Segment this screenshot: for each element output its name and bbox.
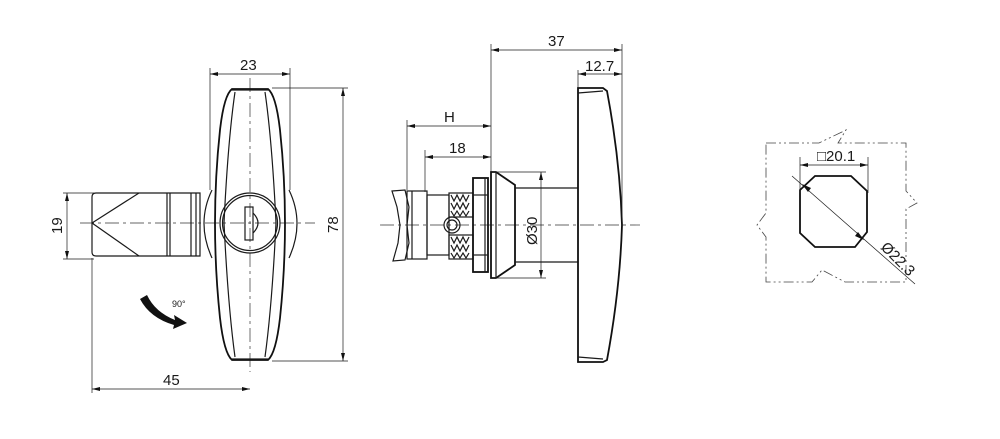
key-cylinder: [219, 192, 281, 254]
cutout-view: □20.1 Ø22.3: [756, 129, 918, 285]
rotation-arrow-icon: 90°: [140, 295, 187, 329]
t-handle-front: [214, 88, 286, 361]
svg-text:19: 19: [49, 217, 66, 234]
svg-text:18: 18: [449, 140, 466, 157]
dim-flange-diameter: Ø30: [496, 171, 546, 279]
svg-text:□20.1: □20.1: [817, 148, 855, 165]
dim-square: □20.1: [799, 148, 869, 193]
dim-body-length: 18: [424, 140, 491, 192]
svg-text:78: 78: [325, 216, 342, 233]
front-view: 90° 23 78 19: [49, 57, 348, 393]
svg-text:45: 45: [163, 372, 180, 389]
cam-tongue: [91, 192, 201, 257]
dim-cam-height: 19: [49, 192, 94, 260]
svg-text:23: 23: [240, 57, 257, 74]
svg-text:37: 37: [548, 33, 565, 50]
rotation-label: 90°: [172, 299, 186, 309]
dim-grip-length: H: [406, 109, 491, 190]
svg-text:Ø22.3: Ø22.3: [877, 239, 918, 280]
dim-handle-thickness: 12.7: [577, 58, 622, 88]
side-view: 37 12.7 H 18 Ø30: [380, 33, 640, 363]
dim-handle-width: 23: [209, 57, 291, 190]
svg-text:H: H: [444, 109, 455, 126]
dim-height: 78: [272, 87, 348, 362]
svg-text:Ø30: Ø30: [524, 217, 541, 245]
dim-diameter: Ø22.3: [791, 175, 918, 285]
dim-cam-length: 45: [91, 258, 250, 393]
svg-text:12.7: 12.7: [585, 58, 614, 75]
